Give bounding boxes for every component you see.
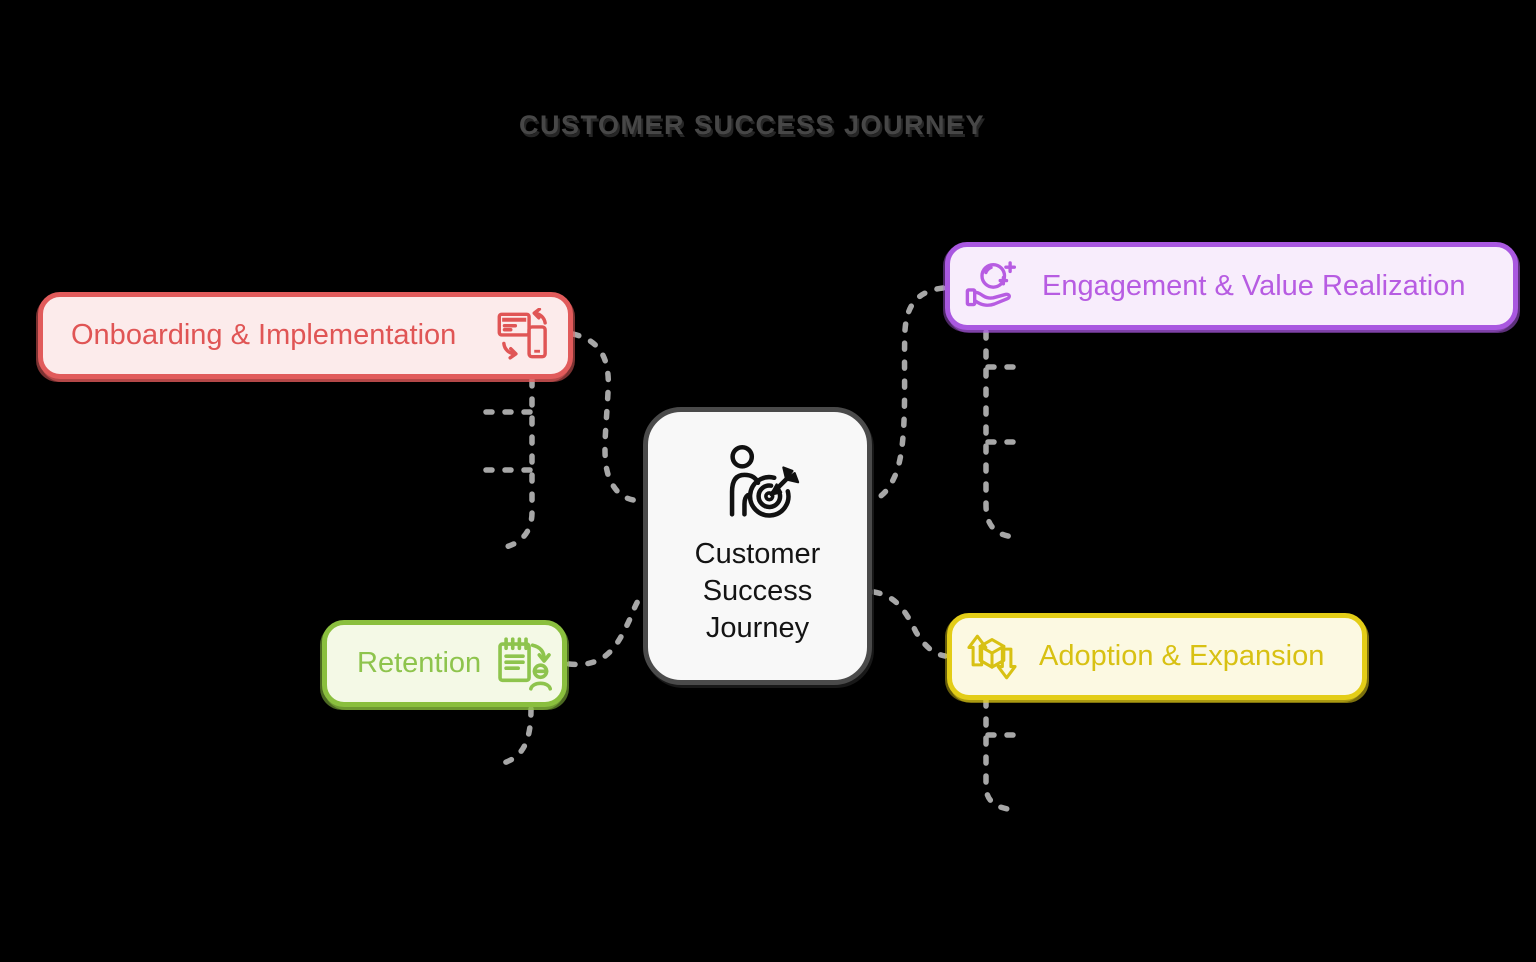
center-label-line: Success bbox=[702, 575, 813, 607]
clipboard-person-icon bbox=[494, 635, 552, 693]
center-label-line: Customer bbox=[694, 538, 821, 570]
branch-retention[interactable]: Retention bbox=[322, 620, 567, 707]
connector-engagement-sub-branch bbox=[983, 329, 1019, 540]
branch-label: Onboarding & Implementation bbox=[71, 319, 457, 351]
center-node-customer-success-journey[interactable]: Customer Success Journey bbox=[643, 407, 872, 685]
branch-adoption-expansion[interactable]: Adoption & Expansion bbox=[947, 613, 1367, 700]
connector-center-to-adoption bbox=[871, 589, 948, 659]
branch-label: Retention bbox=[357, 647, 482, 679]
device-sync-icon bbox=[497, 308, 552, 363]
hand-sphere-icon bbox=[964, 259, 1018, 313]
branch-onboarding-implementation[interactable]: Onboarding & Implementation bbox=[38, 292, 573, 379]
person-target-icon bbox=[714, 438, 802, 532]
branch-label: Engagement & Value Realization bbox=[1042, 269, 1466, 302]
connector-adoption-sub-branch bbox=[983, 697, 1020, 813]
cube-arrows-icon bbox=[965, 628, 1019, 686]
branch-engagement-value-realization[interactable]: Engagement & Value Realization bbox=[945, 242, 1518, 330]
connector-engagement-to-center bbox=[871, 285, 946, 503]
diagram-title: CUSTOMER SUCCESS JOURNEY bbox=[518, 110, 986, 140]
branch-label: Adoption & Expansion bbox=[1039, 640, 1325, 672]
center-label-line: Journey bbox=[705, 612, 810, 644]
connector-retention-to-center bbox=[566, 591, 648, 668]
connector-onboarding-to-center bbox=[570, 331, 648, 504]
connector-retention-sub-branch bbox=[493, 706, 534, 768]
connector-onboarding-sub-branch bbox=[493, 377, 535, 552]
center-node-label: Customer Success Journey bbox=[695, 536, 821, 647]
